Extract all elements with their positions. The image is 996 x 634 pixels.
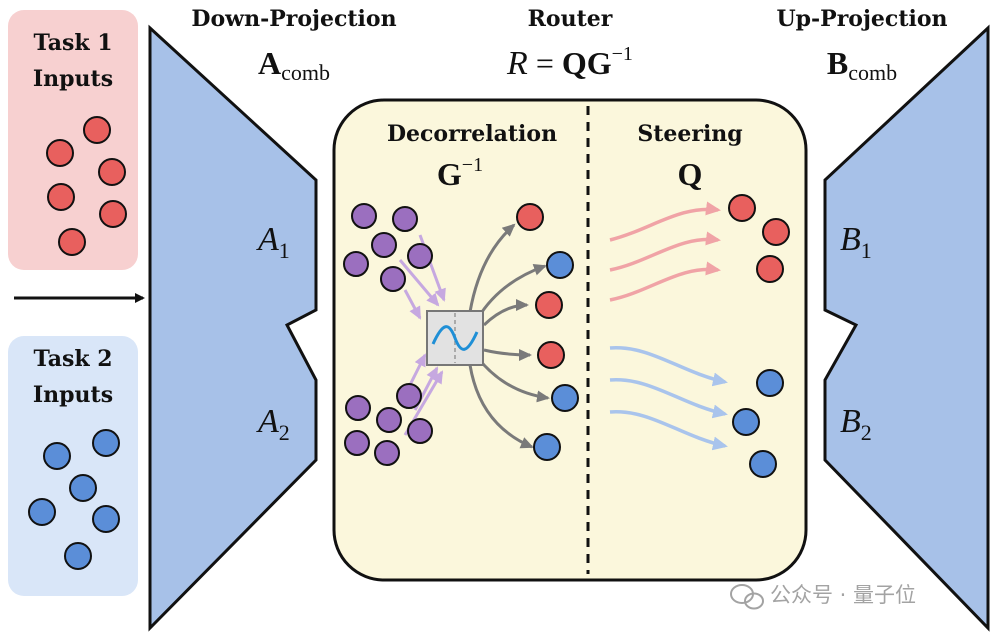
gray-arrow <box>483 348 532 361</box>
decorrelation-block <box>426 310 484 366</box>
router-formula: R=QG−1 <box>506 43 633 82</box>
decorrelated-point-red <box>535 291 563 319</box>
purple-arrow <box>403 289 422 320</box>
steered-point-red <box>756 255 784 283</box>
a2-label: A2 <box>256 403 290 445</box>
mixed-input-point <box>344 430 370 456</box>
decorrelation-symbol: G−1 <box>437 154 483 192</box>
decorrelation-title: Decorrelation <box>387 121 557 147</box>
router-background <box>332 98 808 582</box>
b2-label: B2 <box>840 403 872 445</box>
down-projection-shape <box>148 24 318 632</box>
decorrelated-point-red <box>516 203 544 231</box>
watermark: 公众号 · 量子位 <box>730 583 916 610</box>
decorrelated-point-blue <box>533 433 561 461</box>
steered-point-blue <box>749 450 777 478</box>
task2-input-point <box>69 474 97 502</box>
steering-arrow-red <box>609 201 721 242</box>
steered-point-red <box>762 218 790 246</box>
down-projection-title: Down-Projection <box>191 6 396 32</box>
gray-arrow <box>482 299 529 327</box>
down-projection-symbol: Acomb <box>258 45 330 85</box>
mixed-input-point <box>392 206 418 232</box>
b1-label: B1 <box>840 221 872 263</box>
up-projection-symbol: Bcomb <box>827 45 897 85</box>
wechat-icon <box>730 584 764 610</box>
mixed-input-point <box>407 418 433 444</box>
wave-icon <box>431 325 479 351</box>
task2-label-line1: Task 2 <box>33 346 112 372</box>
purple-arrow <box>408 353 427 386</box>
mixed-input-point <box>376 407 402 433</box>
steering-arrow-red <box>609 231 721 272</box>
steering-arrow-blue <box>609 378 728 419</box>
task2-input-point <box>92 429 120 457</box>
purple-arrow <box>398 259 440 307</box>
task1-label-line2: Inputs <box>33 66 113 92</box>
task2-inputs-panel: Task 2 Inputs <box>8 336 138 596</box>
steering-arrow-red <box>609 261 721 302</box>
steering-symbol: Q <box>678 156 703 192</box>
task1-input-point <box>98 158 126 186</box>
task1-input-point <box>46 139 74 167</box>
a1-label: A1 <box>256 221 290 263</box>
mixed-input-point <box>345 395 371 421</box>
steering-arrow-blue <box>609 346 728 387</box>
steered-point-red <box>728 194 756 222</box>
task1-input-point <box>47 183 75 211</box>
steering-arrow-blue <box>609 410 728 451</box>
mixed-input-point <box>407 243 433 269</box>
task1-input-point <box>58 228 86 256</box>
mixed-input-point <box>374 440 400 466</box>
mixed-input-point <box>371 232 397 258</box>
up-projection-title: Up-Projection <box>776 6 947 32</box>
steered-point-blue <box>732 408 760 436</box>
task1-label-line1: Task 1 <box>33 30 112 56</box>
router-title: Router <box>528 6 613 32</box>
decorrelated-point-red <box>537 341 565 369</box>
task1-inputs-panel: Task 1 Inputs <box>8 10 138 270</box>
task1-input-point <box>99 200 127 228</box>
task2-label-line2: Inputs <box>33 382 113 408</box>
steered-point-blue <box>756 369 784 397</box>
mixed-input-point <box>351 203 377 229</box>
decorrelated-point-blue <box>551 384 579 412</box>
task1-input-point <box>83 116 111 144</box>
steering-title: Steering <box>637 121 742 147</box>
gray-arrow <box>468 364 534 449</box>
mixed-input-point <box>343 251 369 277</box>
decorrelated-point-blue <box>546 251 574 279</box>
task2-input-point <box>64 542 92 570</box>
watermark-text: 公众号 · 量子位 <box>770 583 916 607</box>
task2-input-point <box>92 505 120 533</box>
router-panel: Decorrelation G−1 Steering Q <box>332 98 808 582</box>
task2-input-point <box>43 442 71 470</box>
mixed-input-point <box>380 266 406 292</box>
mixed-input-point <box>396 383 422 409</box>
up-projection-shape <box>823 24 990 632</box>
gray-arrow <box>468 223 516 313</box>
task2-input-point <box>28 498 56 526</box>
